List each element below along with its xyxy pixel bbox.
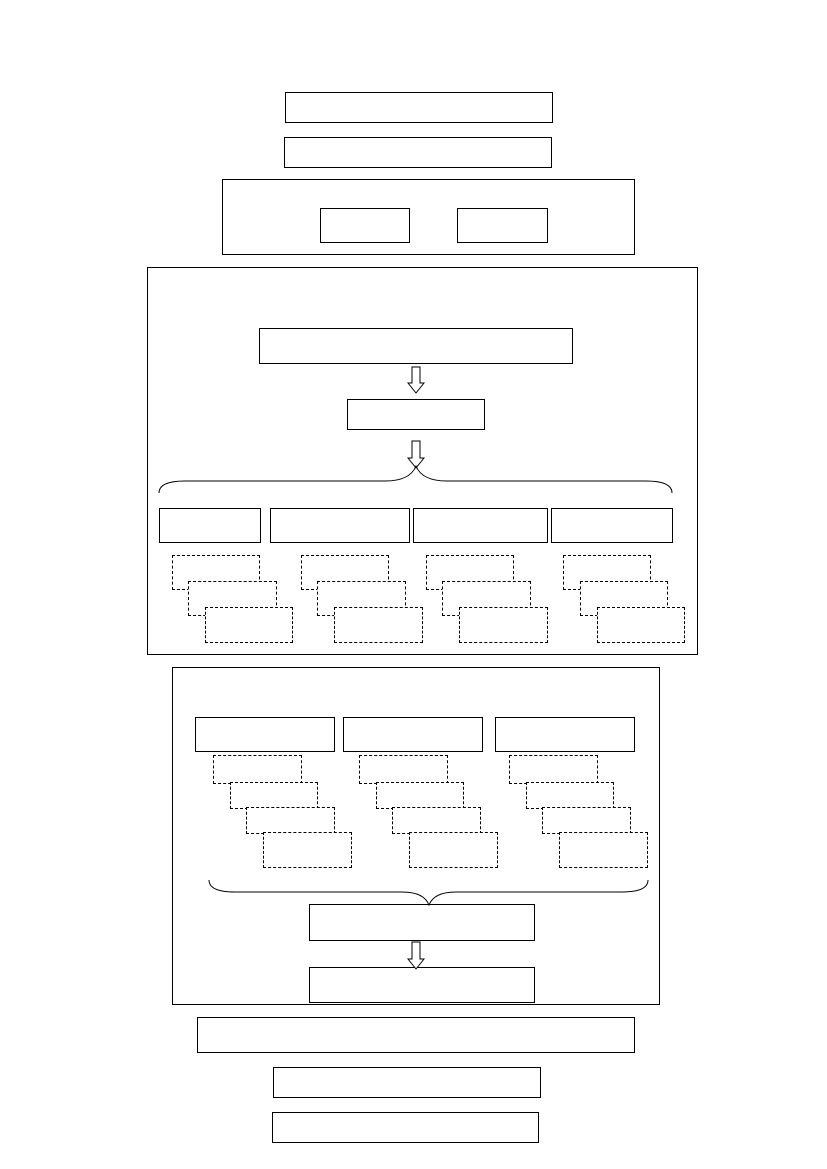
placeholder-box: [597, 607, 685, 643]
placeholder-box: [559, 832, 648, 868]
placeholder-box: [526, 782, 614, 809]
placeholder-box: [213, 755, 302, 784]
group-frame-2: [147, 267, 698, 655]
group-2-center-box: [347, 399, 485, 430]
placeholder-box: [509, 755, 598, 784]
group-2-column-box-2: [270, 508, 410, 543]
group-1-box-left: [320, 208, 410, 243]
placeholder-box: [359, 755, 448, 784]
placeholder-box: [246, 807, 335, 834]
bottom-box-2: [272, 1112, 539, 1143]
group-3-column-box-2: [343, 717, 483, 752]
group-1-box-right: [457, 208, 548, 243]
placeholder-box: [392, 807, 481, 834]
placeholder-box: [334, 607, 423, 643]
group-frame-3: [172, 667, 660, 1005]
placeholder-box: [409, 832, 498, 868]
placeholder-box: [230, 782, 318, 809]
group-2-column-box-4: [551, 508, 673, 543]
top-box-2: [284, 137, 552, 168]
group-2-column-box-1: [159, 508, 261, 543]
placeholder-box: [376, 782, 464, 809]
placeholder-box: [263, 832, 352, 868]
bottom-box-1: [273, 1067, 541, 1098]
group-3-column-box-1: [195, 717, 335, 752]
group-2-wide-box: [259, 328, 573, 364]
placeholder-box: [205, 607, 293, 643]
group-frame-1: [222, 179, 635, 255]
bottom-wide-box: [197, 1017, 635, 1053]
group-3-column-box-3: [495, 717, 635, 752]
group-3-merge-box: [309, 904, 535, 941]
placeholder-box: [542, 807, 631, 834]
group-3-result-box: [309, 967, 535, 1003]
top-box-1: [285, 92, 553, 123]
placeholder-box: [459, 607, 548, 643]
group-2-column-box-3: [413, 508, 548, 543]
